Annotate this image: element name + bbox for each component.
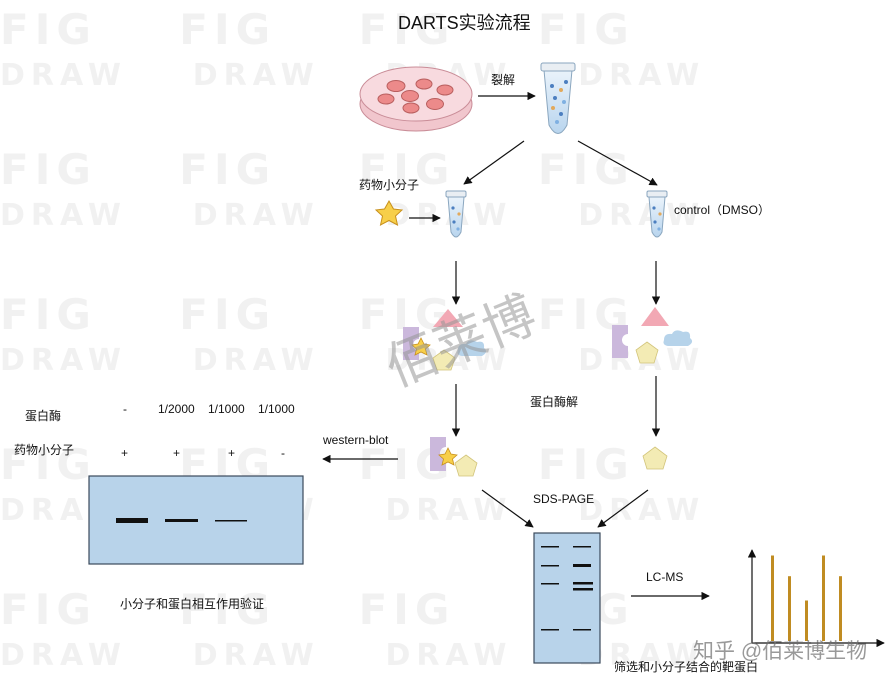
control-protein-group [612, 307, 693, 364]
gel-band [541, 583, 559, 585]
arrow-to-sds-left [481, 489, 534, 528]
gel-band [573, 582, 593, 585]
control-label: control（DMSO） [674, 203, 771, 217]
wb-band [165, 519, 198, 522]
ms-peak [771, 555, 774, 641]
ms-peak [822, 555, 825, 641]
drug-cell: + [228, 446, 236, 460]
cloud-protein [663, 330, 693, 346]
drug-cell: + [121, 446, 129, 460]
page-title: DARTS实验流程 [398, 13, 531, 33]
protease-digestion-label: 蛋白酶解 [530, 395, 579, 409]
pentagon-protein [432, 349, 456, 371]
digested-drug-group [430, 437, 478, 477]
gel-band [541, 546, 559, 548]
screening-caption: 筛选和小分子结合的靶蛋白 [614, 660, 759, 674]
protease-cell: - [123, 402, 127, 416]
cell-colony [377, 78, 454, 114]
arrow-to-sds-right [597, 489, 649, 528]
purple-protein [430, 437, 446, 471]
ms-peak [788, 576, 791, 641]
protease-cell: 1/1000 [258, 402, 295, 416]
row-header-drug: 药物小分子 [14, 443, 75, 457]
drug-small-molecule-label: 药物小分子 [359, 178, 420, 192]
split-arrow-right [577, 140, 658, 186]
protease-cell: 1/2000 [158, 402, 195, 416]
gel-band [573, 564, 591, 567]
drug-star-icon [374, 199, 404, 226]
gel-band [541, 629, 559, 631]
drug-tube-icon [445, 190, 467, 238]
lc-ms-label: LC-MS [646, 570, 684, 584]
ms-spectrum [747, 549, 885, 648]
gel-band [541, 565, 559, 567]
bound-star-icon [411, 337, 431, 356]
wb-band [215, 520, 247, 522]
validation-caption: 小分子和蛋白相互作用验证 [120, 597, 265, 611]
cloud-protein [457, 340, 487, 356]
gel-band [573, 629, 591, 631]
wb-band [116, 518, 148, 523]
pentagon-protein [635, 341, 659, 364]
row-header-protease: 蛋白酶 [25, 409, 62, 423]
sds-page-gel [533, 532, 601, 664]
protease-cell: 1/1000 [208, 402, 245, 416]
western-blot-label: western-blot [323, 433, 389, 447]
lysate-tube-icon [540, 62, 576, 134]
split-arrow-left [463, 140, 525, 185]
purple-protein [612, 325, 628, 358]
drug-protein-group [403, 309, 487, 371]
petri-dish-icon [359, 66, 473, 132]
western-blot-membrane [88, 475, 304, 565]
triangle-protein [433, 309, 463, 327]
ms-peak [805, 600, 808, 641]
digested-control-pentagon [642, 446, 668, 470]
bound-star-icon [438, 447, 458, 466]
triangle-protein [641, 307, 669, 326]
lysis-label: 裂解 [491, 73, 516, 87]
sds-page-label: SDS-PAGE [533, 492, 595, 506]
gel-band [573, 588, 593, 591]
pentagon-protein [454, 454, 478, 477]
drug-cell: + [173, 446, 181, 460]
ms-peak [839, 576, 842, 641]
purple-protein [403, 327, 419, 360]
gel-band [573, 546, 591, 548]
bottom-right-watermark: 知乎 @佰莱博生物 [693, 640, 868, 663]
drug-cell: - [281, 446, 285, 460]
control-tube-icon [646, 190, 668, 238]
